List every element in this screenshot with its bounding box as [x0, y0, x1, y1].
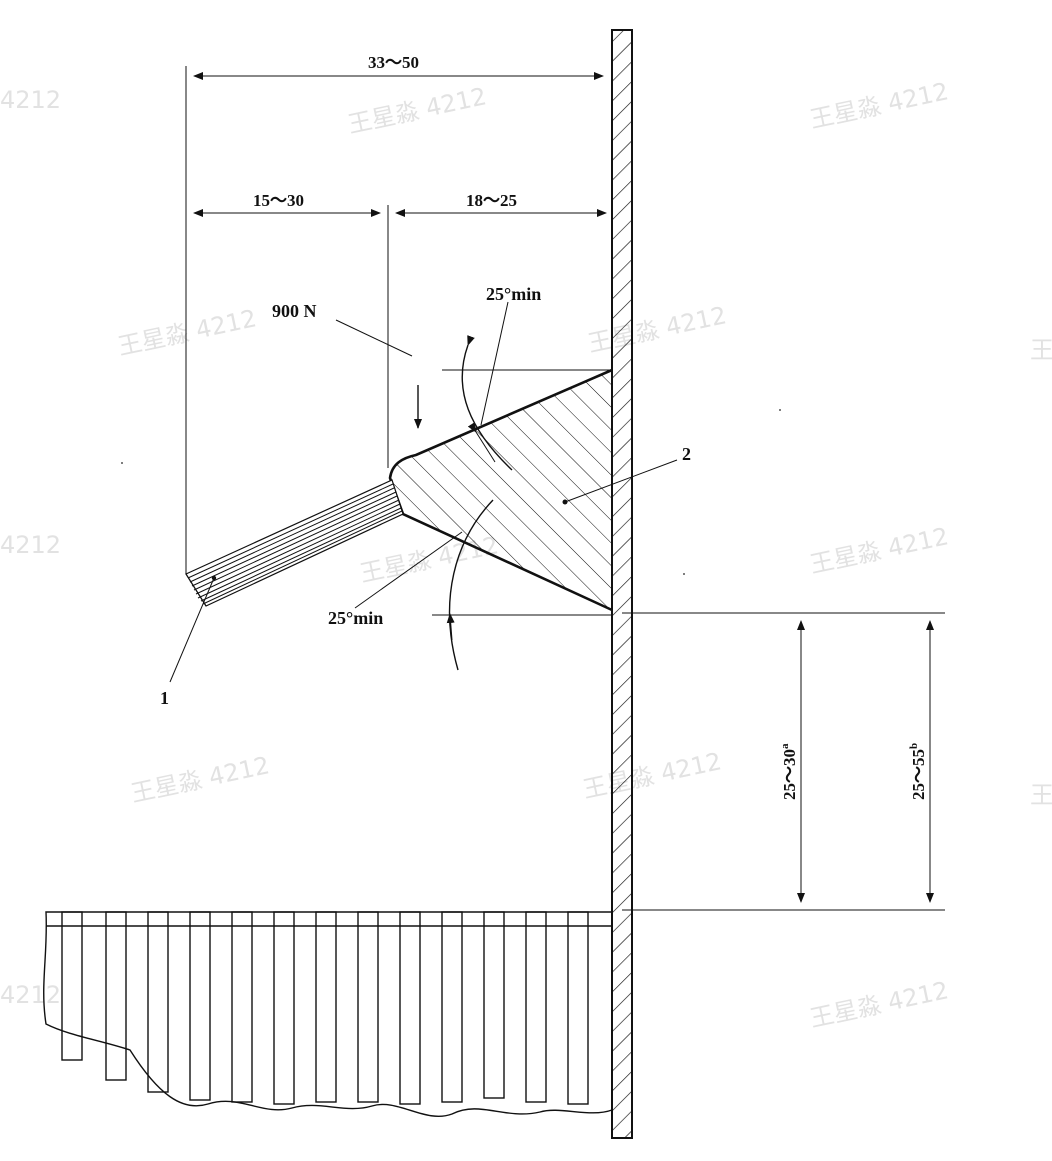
- angle-top-label: 25°min: [486, 284, 541, 304]
- angle-bottom-label: 25°min: [328, 608, 383, 628]
- corrugated-element: [43, 911, 613, 1117]
- dimension-lines: [193, 72, 934, 903]
- watermark: 王: [1030, 781, 1052, 809]
- hatched-block: [388, 368, 613, 612]
- dim-gap-b-sup: b: [908, 743, 920, 749]
- watermark: 4212: [0, 86, 61, 114]
- watermark: 4212: [0, 531, 61, 559]
- dim-gap-b: 25～55b: [908, 743, 928, 800]
- watermark: 王星淼 4212: [345, 82, 488, 139]
- watermark: 王星淼 4212: [585, 301, 728, 358]
- watermark: 王: [1030, 336, 1052, 364]
- dim-gap-a-sup: a: [779, 743, 791, 749]
- fibrous-element: [185, 479, 404, 607]
- corrugation-ribs: [61, 911, 589, 1105]
- angle-top: 25°min: [461, 284, 541, 471]
- angle-bottom: 25°min: [328, 499, 612, 671]
- watermark: 王星淼 4212: [807, 77, 950, 134]
- force-arrow: 900 N: [272, 301, 422, 429]
- stray-mark: [121, 462, 123, 464]
- watermark: 王星淼 4212: [807, 976, 950, 1033]
- part-1-label: 1: [160, 688, 169, 708]
- dim-total-width: 33～50: [368, 53, 419, 72]
- stray-mark: [779, 409, 781, 411]
- svg-text:25～55b: 25～55b: [908, 743, 928, 800]
- watermark: 4212: [0, 981, 61, 1009]
- force-label: 900 N: [272, 301, 317, 321]
- watermark: 王星淼 4212: [807, 522, 950, 579]
- part-2-label: 2: [682, 444, 691, 464]
- dim-left-width: 15～30: [253, 191, 304, 210]
- watermark: 王星淼 4212: [580, 747, 723, 804]
- dim-gap-b-value: 25～55: [909, 749, 928, 800]
- watermark: 王星淼 4212: [115, 304, 258, 361]
- extension-lines: [185, 66, 945, 911]
- svg-text:25～30a: 25～30a: [779, 743, 799, 800]
- part-2-callout: 2: [562, 444, 691, 505]
- vertical-wall: [611, 29, 633, 1139]
- dim-gap-a: 25～30a: [779, 743, 799, 800]
- stray-mark: [683, 573, 685, 575]
- watermark: 王星淼 4212: [128, 751, 271, 808]
- part-1-callout: 1: [160, 575, 217, 708]
- dim-gap-a-value: 25～30: [780, 749, 799, 800]
- dim-right-width: 18～25: [466, 191, 517, 210]
